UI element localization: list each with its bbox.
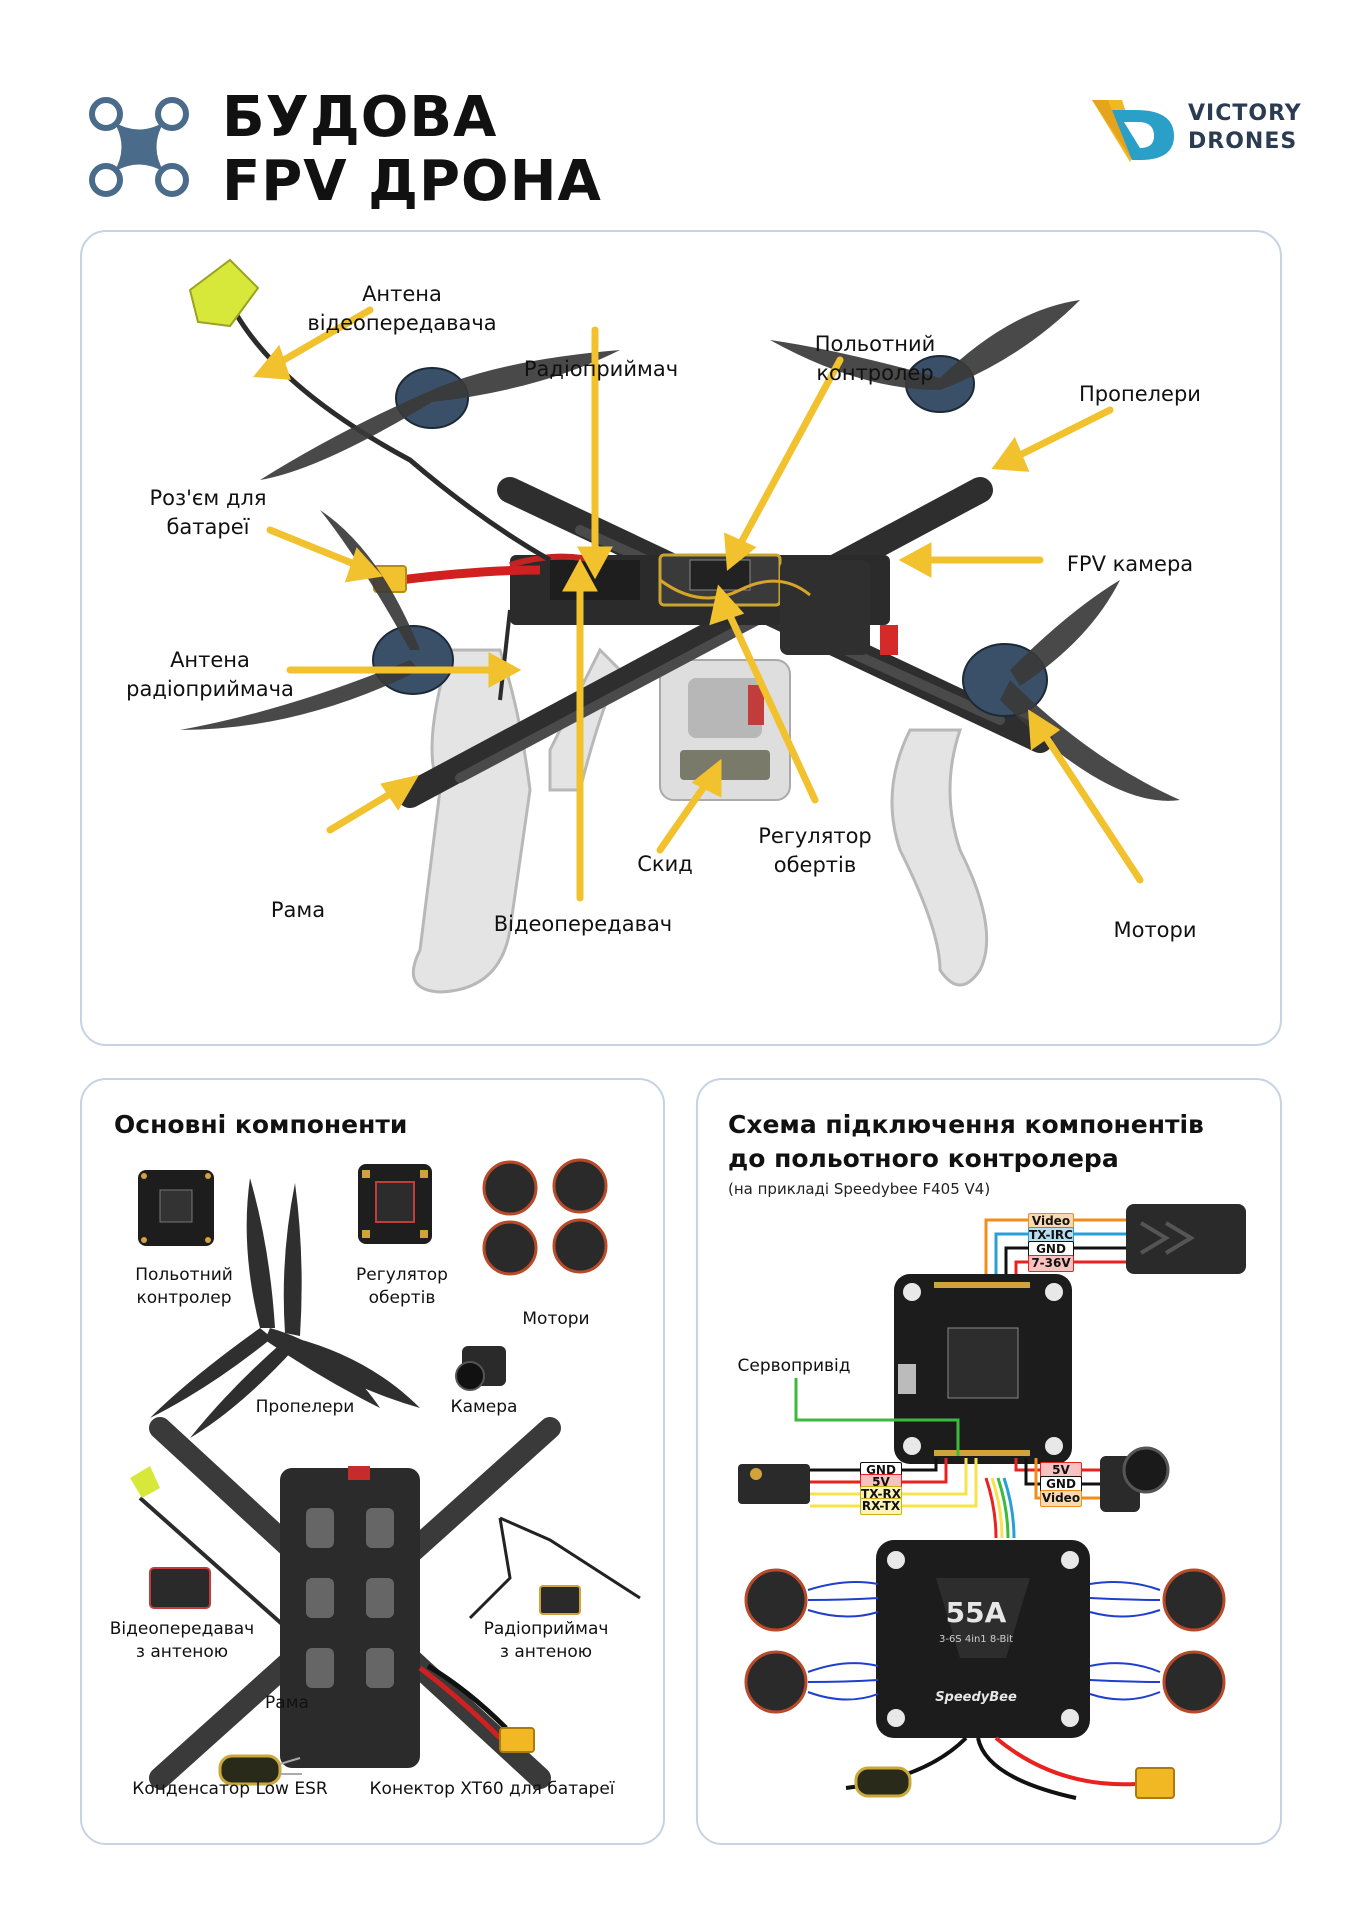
wiring-subtitle: (на прикладі Speedybee F405 V4) [728, 1180, 991, 1198]
title-line-2: FPV ДРОНА [222, 149, 602, 214]
label-vtx: Відеопередавач [493, 912, 673, 936]
label-motors: Мотори [1113, 918, 1197, 942]
label-vtx-antenna: Антена відеопередавача [307, 282, 497, 335]
comp-label-capacitor: Конденсатор Low ESR [132, 1779, 328, 1799]
esc-board [358, 1164, 432, 1244]
components-title: Основні компоненти [114, 1110, 408, 1139]
brand-name: VICTORY DRONES [1188, 100, 1302, 156]
page-title: БУДОВА FPV ДРОНА [222, 86, 602, 214]
callout-arrows [253, 306, 1144, 902]
label-frame: Рама [270, 898, 326, 922]
wiring-motors [744, 1568, 1226, 1714]
capacitor-part [218, 1754, 302, 1786]
drone-logo-icon [89, 97, 189, 197]
propellers-group [150, 1178, 420, 1438]
wiring-fc-board [894, 1274, 1072, 1464]
landing-gear [411, 647, 989, 994]
comp-label-vtx: Відеопередавач з антеною [109, 1619, 255, 1662]
label-propellers: Пропелери [1079, 382, 1201, 406]
wiring-vtx-device [1126, 1204, 1246, 1274]
receiver-part [468, 1516, 641, 1620]
rx-tag-rxtx: RX-TX [860, 1498, 902, 1515]
wiring-title-line-1: Схема підключення компонентів [728, 1110, 1204, 1139]
comp-label-connector: Конектор XT60 для батареї [369, 1779, 615, 1799]
drop-mechanism [659, 659, 791, 801]
servo-label: Сервопривід [737, 1356, 851, 1376]
vtx-tag-gnd: GND [1028, 1241, 1074, 1258]
esc-brand-label: SpeedyBee [935, 1690, 1017, 1705]
comp-label-receiver: Радіоприймач з антеною [483, 1619, 609, 1662]
motors-group [482, 1158, 608, 1276]
comp-label-propellers: Пропелери [255, 1397, 355, 1417]
wiring-camera-device [1100, 1446, 1170, 1512]
label-drop: Скид [637, 852, 693, 876]
motor-wires [807, 1581, 1161, 1701]
ribbon-cable [984, 1477, 1016, 1539]
comp-label-motors: Мотори [522, 1309, 590, 1329]
vtx-tag-irc: TX-IRC [1028, 1227, 1074, 1244]
cam-tag-video: Video [1040, 1490, 1082, 1507]
propellers [180, 300, 1180, 801]
comp-label-esc: Регулятор обертів [356, 1265, 448, 1308]
drone-illustration [180, 258, 1180, 994]
label-fpv-camera: FPV камера [1066, 552, 1194, 576]
esc-rating-label: 55A [945, 1596, 1007, 1629]
comp-label-frame: Рама [265, 1693, 309, 1713]
fc-board [138, 1170, 214, 1246]
camera-part [455, 1346, 506, 1391]
vtx-part [130, 1466, 302, 1642]
vtx-tag-power: 7-36V [1028, 1255, 1074, 1272]
esc-spec-label: 3-6S 4in1 8-Bit [938, 1634, 1014, 1645]
comp-label-flight-controller: Польотний контролер [135, 1265, 233, 1308]
components-illustration [130, 1158, 641, 1789]
label-flight-controller: Польотний контролер [814, 332, 936, 385]
brand-logo-icon [1092, 100, 1174, 162]
label-battery-connector: Роз'єм для батареї [149, 486, 267, 539]
title-line-1: БУДОВА [222, 85, 498, 150]
brand-line-1: VICTORY [1188, 101, 1302, 126]
wiring-title: Схема підключення компонентів до польотн… [728, 1108, 1204, 1176]
cam-tag-gnd: GND [1040, 1476, 1082, 1493]
central-stack [509, 553, 898, 655]
xt60-part [418, 1663, 535, 1753]
label-receiver: Радіоприймач [523, 357, 679, 381]
comp-label-camera: Камера [450, 1397, 518, 1417]
label-rx-antenna: Антена радіоприймача [126, 648, 294, 701]
wiring-title-line-2: до польотного контролера [728, 1144, 1119, 1173]
wiring-esc-board [876, 1540, 1090, 1738]
frame-part [149, 1417, 561, 1789]
wiring-receiver-device [738, 1464, 810, 1504]
label-esc: Регулятор обертів [758, 824, 872, 877]
brand-line-2: DRONES [1188, 129, 1298, 154]
vtx-antenna-tip [188, 258, 260, 328]
wiring-diagram [738, 1204, 1246, 1800]
